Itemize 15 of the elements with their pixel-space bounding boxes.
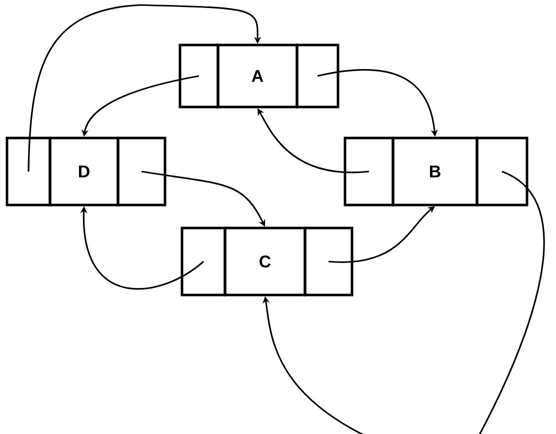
pointer-cell [178,44,220,108]
arrow [328,206,435,263]
pointer-cell [180,226,226,296]
pointer-cell [476,136,528,206]
pointer-cell [296,44,340,108]
pointer-cell [304,226,354,296]
data-cell: B [392,136,478,206]
arrow [262,170,544,434]
data-cell: A [216,44,298,108]
pointer-cell [116,136,166,206]
pointer-cell [6,136,52,206]
data-cell: C [224,226,306,296]
arrow [28,4,262,172]
pointer-cell [344,136,394,206]
data-cell: D [48,136,120,206]
